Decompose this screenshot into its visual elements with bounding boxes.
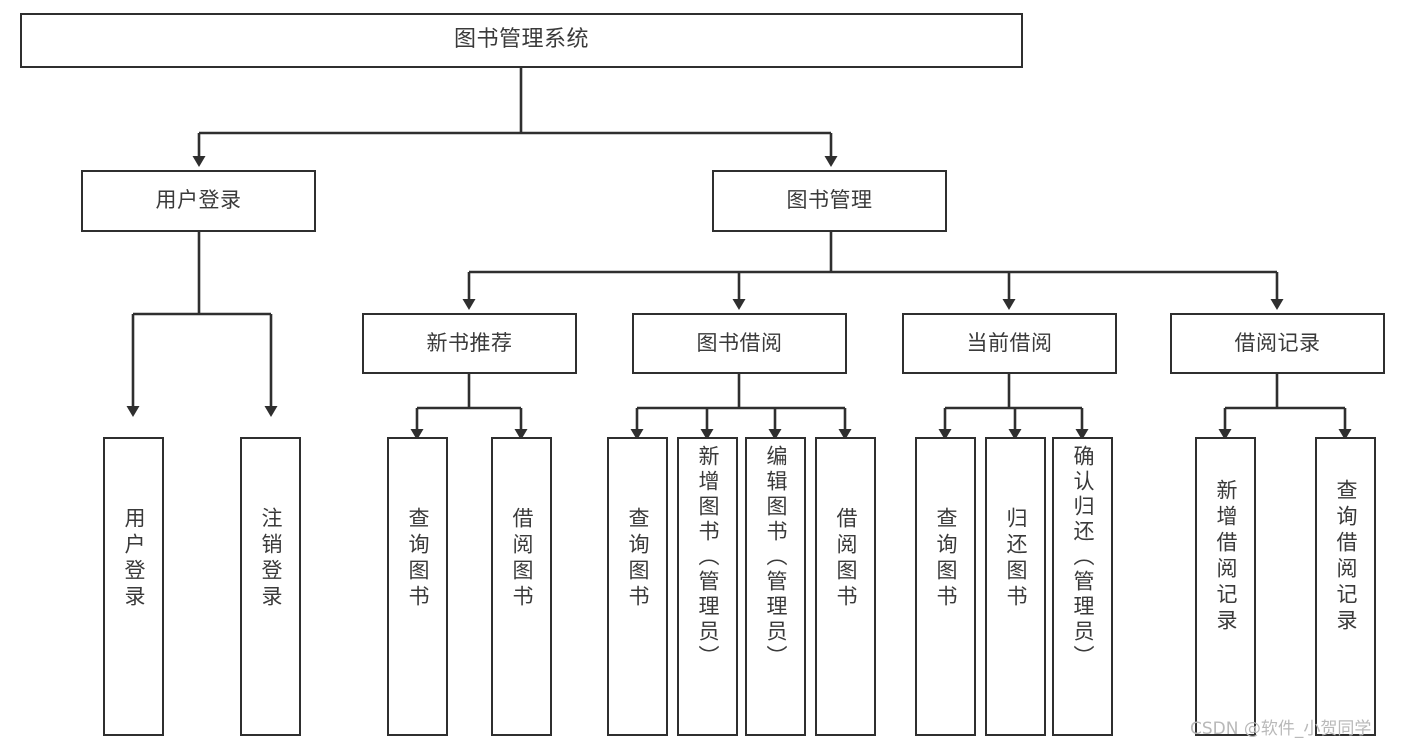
leaf-query-books-borrow[interactable]: 查询图书 <box>607 437 668 736</box>
node-borrow-records[interactable]: 借阅记录 <box>1170 313 1385 374</box>
leaf-add-book-admin[interactable]: 新增图书（管理员） <box>677 437 738 736</box>
leaf-query-borrow-record[interactable]: 查询借阅记录 <box>1315 437 1376 736</box>
node-label: 查询图书 <box>934 507 958 611</box>
node-label: 注销登录 <box>259 507 283 611</box>
leaf-logout[interactable]: 注销登录 <box>240 437 301 736</box>
csdn-watermark: CSDN @软件_小贺同学 <box>1190 719 1372 739</box>
node-label: 当前借阅 <box>966 330 1053 355</box>
node-book-management[interactable]: 图书管理 <box>712 170 947 232</box>
node-label: 查询借阅记录 <box>1334 479 1358 635</box>
node-label: 借阅记录 <box>1234 330 1321 355</box>
node-label: 用户登录 <box>122 507 146 611</box>
leaf-edit-book-admin[interactable]: 编辑图书（管理员） <box>745 437 806 736</box>
leaf-query-books-current[interactable]: 查询图书 <box>915 437 976 736</box>
node-book-borrowing[interactable]: 图书借阅 <box>632 313 847 374</box>
node-label: 确认归还（管理员） <box>1071 445 1095 670</box>
node-label: 查询图书 <box>406 507 430 611</box>
leaf-confirm-return-admin[interactable]: 确认归还（管理员） <box>1052 437 1113 736</box>
node-label: 新增图书（管理员） <box>696 445 720 670</box>
leaf-add-borrow-record[interactable]: 新增借阅记录 <box>1195 437 1256 736</box>
node-root-book-management-system[interactable]: 图书管理系统 <box>20 13 1023 68</box>
node-current-borrowing[interactable]: 当前借阅 <box>902 313 1117 374</box>
node-label: 编辑图书（管理员） <box>764 445 788 670</box>
node-label: 图书管理系统 <box>453 27 589 53</box>
node-label: 归还图书 <box>1004 507 1028 611</box>
node-label: 借阅图书 <box>834 507 858 611</box>
node-label: 借阅图书 <box>510 507 534 611</box>
node-new-book-recommendation[interactable]: 新书推荐 <box>362 313 577 374</box>
node-label: 查询图书 <box>626 507 650 611</box>
node-label: 用户登录 <box>155 188 242 213</box>
leaf-query-books-new[interactable]: 查询图书 <box>387 437 448 736</box>
node-label: 新增借阅记录 <box>1214 479 1238 635</box>
node-label: 图书管理 <box>786 188 873 213</box>
node-label: 图书借阅 <box>696 330 783 355</box>
leaf-return-books[interactable]: 归还图书 <box>985 437 1046 736</box>
node-label: 新书推荐 <box>426 330 513 355</box>
leaf-borrow-books[interactable]: 借阅图书 <box>815 437 876 736</box>
leaf-user-login[interactable]: 用户登录 <box>103 437 164 736</box>
leaf-borrow-books-new[interactable]: 借阅图书 <box>491 437 552 736</box>
node-user-login[interactable]: 用户登录 <box>81 170 316 232</box>
